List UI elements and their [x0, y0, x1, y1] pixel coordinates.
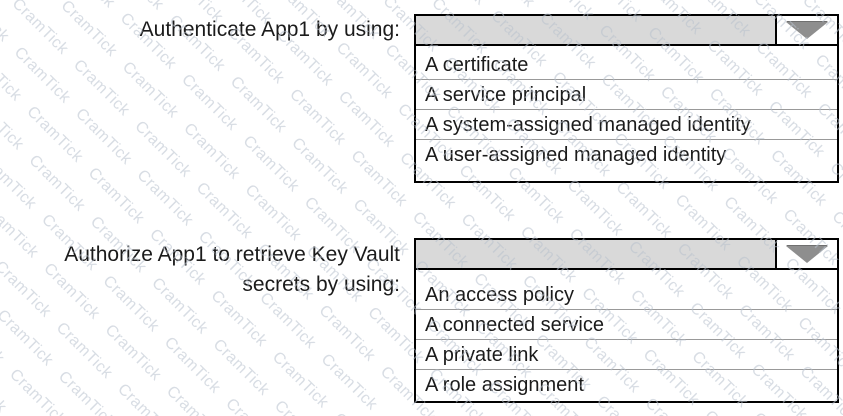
- dropdown-options-list: An access policy A connected service A p…: [416, 270, 837, 400]
- dropdown-arrow-button[interactable]: [775, 16, 837, 44]
- chevron-down-icon: [786, 245, 828, 263]
- question-1-dropdown: A certificate A service principal A syst…: [414, 14, 839, 183]
- dropdown-option[interactable]: An access policy: [416, 280, 837, 310]
- dropdown-arrow-button[interactable]: [775, 240, 837, 268]
- question-2-label: Authorize App1 to retrieve Key Vault sec…: [64, 243, 400, 296]
- dropdown-option[interactable]: A system-assigned managed identity: [416, 110, 837, 140]
- dropdown-selected-value[interactable]: [416, 240, 775, 268]
- dropdown-selected-value[interactable]: [416, 16, 775, 44]
- question-1-label: Authenticate App1 by using:: [139, 18, 400, 41]
- dropdown-option[interactable]: A connected service: [416, 310, 837, 340]
- dropdown-options-list: A certificate A service principal A syst…: [416, 46, 837, 170]
- chevron-down-icon: [786, 21, 828, 39]
- dropdown-option[interactable]: A service principal: [416, 80, 837, 110]
- dropdown-option[interactable]: A role assignment: [425, 374, 584, 396]
- question-2-dropdown: An access policy A connected service A p…: [414, 238, 839, 403]
- dropdown-header: [416, 16, 837, 46]
- dropdown-option[interactable]: A user-assigned managed identity: [425, 144, 727, 166]
- dropdown-header: [416, 240, 837, 270]
- dropdown-option[interactable]: A private link: [416, 340, 837, 370]
- dropdown-option[interactable]: A certificate: [416, 50, 837, 80]
